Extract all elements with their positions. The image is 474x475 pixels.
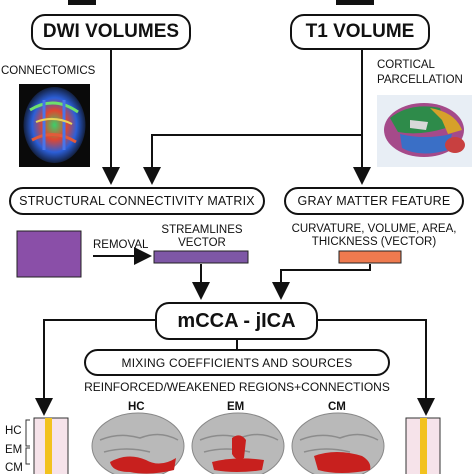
structural-connectivity-matrix-label: STRUCTURAL CONNECTIVITY MATRIX: [19, 194, 255, 208]
arrow-gray-matter-to-mcca: [272, 264, 371, 300]
cortical-label: CORTICAL: [377, 59, 435, 71]
structural-connectivity-matrix-box: STRUCTURAL CONNECTIVITY MATRIX: [9, 187, 265, 215]
streamlines-label: STREAMLINES: [161, 224, 243, 236]
group-label-cm: CM: [328, 401, 346, 413]
cortical-parcellation-image: [377, 95, 472, 167]
mcca-jica-label: mCCA - jICA: [177, 309, 296, 332]
brain-hc: [91, 412, 185, 474]
arrow-parcellation-to-matrix: [143, 134, 362, 185]
gray-matter-vector-bar: [338, 250, 402, 264]
side-label-em: EM: [5, 444, 23, 456]
top-image-left-edge: [68, 0, 96, 5]
group-label-em: EM: [227, 401, 245, 413]
left-mixing-bar: [25, 417, 69, 474]
t1-volume-box: T1 VOLUME: [290, 14, 430, 50]
right-mixing-bar: [405, 417, 441, 474]
side-label-cm: CM: [5, 462, 23, 474]
connectivity-matrix-square: [16, 230, 82, 278]
side-label-hc: HC: [5, 425, 22, 437]
reinforced-weakened-label: REINFORCED/WEAKENED REGIONS+CONNECTIONS: [84, 380, 390, 394]
mixing-coefficients-box: MIXING COEFFICIENTS AND SOURCES: [84, 349, 390, 376]
dwi-volumes-box: DWI VOLUMES: [31, 14, 191, 50]
connectomics-label: CONNECTOMICS: [1, 65, 96, 77]
brain-em: [191, 412, 285, 474]
gray-matter-description-line1: CURVATURE, VOLUME, AREA,: [291, 223, 457, 235]
group-label-hc: HC: [128, 401, 145, 413]
mixing-coefficients-label: MIXING COEFFICIENTS AND SOURCES: [121, 355, 353, 370]
removal-label: REMOVAL: [93, 239, 149, 251]
gray-matter-description-line2: THICKNESS (VECTOR): [311, 236, 437, 248]
top-image-right-edge: [336, 0, 374, 5]
dwi-volumes-label: DWI VOLUMES: [42, 21, 180, 42]
arrow-mcca-to-left-bar: [35, 319, 155, 416]
gray-matter-feature-label: GRAY MATTER FEATURE: [297, 194, 451, 208]
t1-volume-label: T1 VOLUME: [305, 21, 415, 42]
brain-cm: [291, 412, 385, 474]
vector-label: VECTOR: [178, 237, 226, 249]
mcca-jica-box: mCCA - jICA: [155, 302, 318, 340]
streamlines-vector-bar: [153, 250, 249, 264]
dti-tractography-image: [19, 84, 90, 167]
gray-matter-feature-box: GRAY MATTER FEATURE: [284, 187, 464, 215]
parcellation-label-text: PARCELLATION: [377, 74, 463, 86]
arrow-mcca-to-right-bar: [318, 319, 435, 416]
